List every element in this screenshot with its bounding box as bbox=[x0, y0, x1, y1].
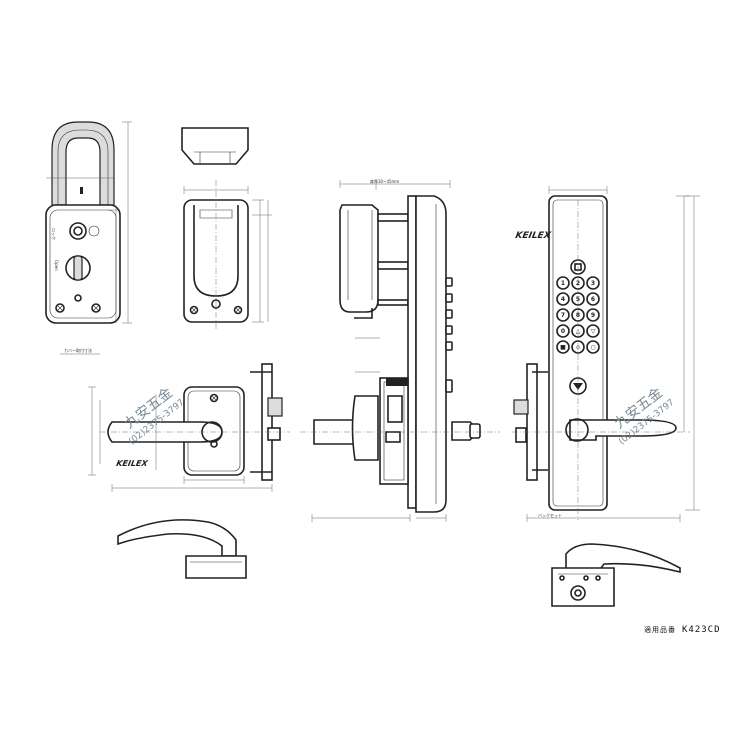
keypad-key bbox=[556, 292, 570, 306]
keypad-key bbox=[556, 324, 570, 338]
keypad-key bbox=[556, 276, 570, 290]
svg-text:Open: Open bbox=[54, 260, 59, 271]
keypad-key bbox=[586, 324, 600, 338]
keypad-key-label: 1 bbox=[561, 280, 565, 287]
watermark-right: 九安五金 (02)2375-3797 bbox=[612, 385, 677, 447]
part-number-label: 適用品番 bbox=[644, 625, 676, 634]
keypad-key bbox=[586, 292, 600, 306]
view-back-unit-front: ロック Open カバー取付寸法 bbox=[45, 121, 132, 355]
svg-text:ロック: ロック bbox=[51, 228, 57, 240]
keypad-key-label: ○ bbox=[590, 344, 595, 351]
keypad-key-label: 6 bbox=[591, 296, 595, 303]
svg-text:カバー取付寸法: カバー取付寸法 bbox=[64, 347, 92, 353]
keypad-key bbox=[586, 276, 600, 290]
backset-label: バックセット bbox=[538, 512, 562, 518]
part-number-model: K423CD bbox=[682, 625, 721, 635]
keypad-key-label: 3 bbox=[591, 280, 595, 287]
keypad-brand-logo: KEILEX bbox=[515, 231, 553, 241]
keypad-key-label: ▽ bbox=[591, 328, 596, 335]
keypad-key-label: 4 bbox=[561, 296, 565, 303]
plate-brand-logo: KEILEX bbox=[115, 459, 149, 468]
view-side: 扉厚30~45mm bbox=[300, 178, 500, 522]
part-number-block: 適用品番 K423CD bbox=[644, 625, 721, 635]
keypad-key bbox=[556, 340, 570, 354]
keypad-key bbox=[556, 308, 570, 322]
keypad-key-label: 9 bbox=[591, 312, 595, 319]
keypad-key bbox=[586, 308, 600, 322]
keypad-key-label: 2 bbox=[576, 280, 580, 287]
view-cover-top bbox=[181, 127, 249, 165]
svg-text:扉厚30~45mm: 扉厚30~45mm bbox=[370, 178, 399, 184]
keypad-key-label: 7 bbox=[561, 312, 565, 319]
keypad-key-label: ■ bbox=[560, 344, 566, 351]
view-cover-front bbox=[183, 180, 272, 330]
view-lever-perspective bbox=[117, 519, 247, 579]
view-lever-front: KEILEX bbox=[88, 363, 290, 492]
view-handle-perspective bbox=[551, 543, 681, 607]
keypad-key-label: 0 bbox=[561, 328, 565, 335]
keypad-key-label: △ bbox=[576, 328, 581, 335]
keypad-key bbox=[586, 340, 600, 354]
